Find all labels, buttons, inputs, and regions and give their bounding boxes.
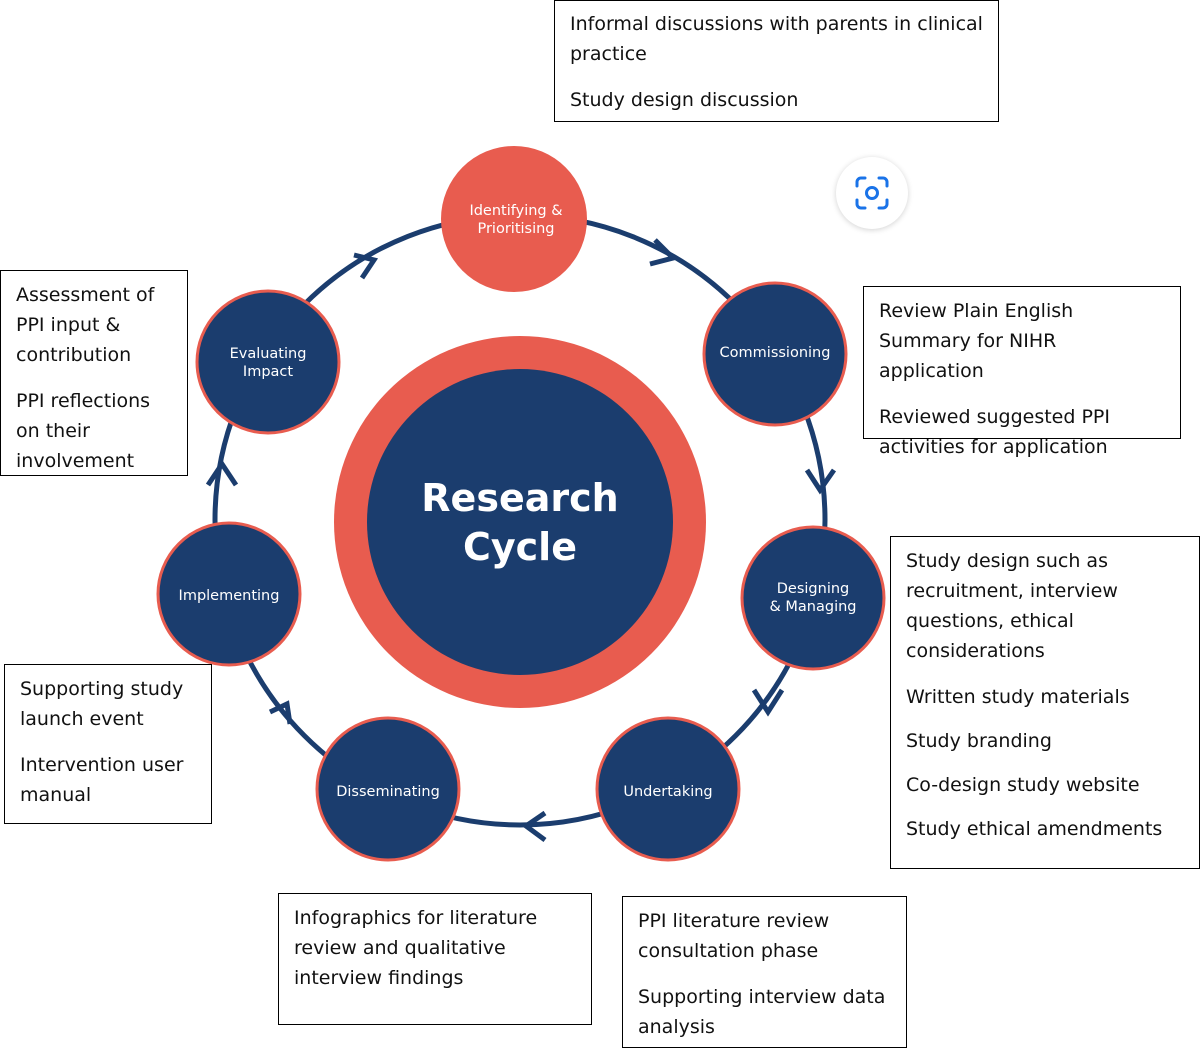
stage-label-line1: Evaluating — [230, 346, 307, 362]
note-item: Written study materials — [906, 686, 1130, 708]
lens-button[interactable] — [836, 157, 908, 229]
arrow-icon — [649, 238, 678, 267]
note-item: Assessment of PPI input & contribution — [16, 284, 155, 366]
note-item: Study ethical amendments — [906, 818, 1163, 840]
note-item: Intervention user manual — [20, 754, 184, 806]
note-item: PPI reflections on their involvement — [16, 390, 151, 472]
stage-designing: Designing & Managing — [740, 525, 886, 671]
note-item: Informal discussions with parents in cli… — [570, 13, 983, 65]
note-item: PPI literature review consultation phase — [638, 910, 830, 962]
stage-implementing: Implementing — [156, 521, 302, 667]
note-item: Study design discussion — [570, 89, 799, 111]
arrow-icon — [751, 688, 785, 717]
note-disseminating: Infographics for literature review and q… — [278, 893, 592, 1025]
arrow-icon — [268, 700, 293, 725]
note-item: Reviewed suggested PPI activities for ap… — [879, 406, 1110, 458]
stage-label-line2: Impact — [243, 364, 293, 380]
arrow-icon — [804, 468, 837, 495]
center-label-line2: Cycle — [463, 525, 577, 569]
note-item: Infographics for literature review and q… — [294, 907, 538, 989]
stage-undertaking: Undertaking — [595, 716, 741, 862]
note-item: Supporting interview data analysis — [638, 986, 886, 1038]
stage-disseminating: Disseminating — [315, 716, 461, 862]
stage-label-line1: Commissioning — [720, 345, 831, 361]
note-identifying: Informal discussions with parents in cli… — [554, 0, 999, 122]
stage-identifying: Identifying & Prioritising — [441, 146, 587, 292]
note-designing: Study design such as recruitment, interv… — [890, 536, 1200, 869]
note-item: Supporting study launch event — [20, 678, 184, 730]
stage-commissioning: Commissioning — [702, 281, 848, 427]
stage-label-line1: Implementing — [179, 588, 280, 604]
note-undertaking: PPI literature review consultation phase… — [622, 896, 907, 1048]
stage-label-line1: Undertaking — [623, 784, 712, 800]
stage-label-line2: Prioritising — [477, 221, 554, 237]
note-evaluating: Assessment of PPI input & contribution P… — [0, 270, 188, 476]
note-item: Study branding — [906, 730, 1052, 752]
stage-label-line1: Disseminating — [336, 784, 440, 800]
note-commissioning: Review Plain English Summary for NIHR ap… — [863, 286, 1181, 458]
arrow-icon — [205, 459, 239, 487]
note-item: Study design such as recruitment, interv… — [906, 550, 1118, 662]
lens-icon — [855, 176, 889, 210]
note-item: Co-design study website — [906, 774, 1140, 796]
arrow-icon — [353, 252, 379, 280]
arrow-icon — [521, 810, 547, 843]
note-implementing: Supporting study launch event Interventi… — [4, 664, 212, 824]
center-label-line1: Research — [421, 476, 618, 520]
stage-label-line1: Designing — [777, 581, 850, 597]
stage-evaluating: Evaluating Impact — [195, 289, 341, 435]
stage-label-line1: Identifying & — [469, 203, 562, 219]
center-circle — [367, 369, 673, 675]
stage-label-line2: & Managing — [769, 599, 856, 615]
note-item: Review Plain English Summary for NIHR ap… — [879, 300, 1074, 382]
